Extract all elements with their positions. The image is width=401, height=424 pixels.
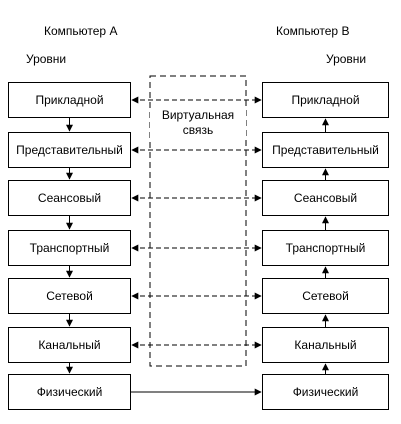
virtual-link-line1: Виртуальная — [161, 108, 235, 122]
layer-a-application: Прикладной — [8, 82, 131, 118]
layer-a-transport: Транспортный — [8, 230, 131, 266]
layer-a-datalink: Канальный — [8, 327, 131, 363]
virtual-link-label: Виртуальная связь — [150, 108, 246, 138]
layer-b-physical: Физический — [262, 374, 389, 410]
layer-b-session: Сеансовый — [262, 180, 389, 216]
computer-a-title: Компьютер A — [44, 24, 118, 38]
layer-a-physical: Физический — [8, 374, 131, 410]
computer-b-title: Компьютер B — [276, 24, 350, 38]
layer-a-network: Сетевой — [8, 278, 131, 314]
layer-b-network: Сетевой — [262, 278, 389, 314]
layer-b-presentation: Представительный — [262, 132, 389, 168]
layer-a-presentation: Представительный — [8, 132, 131, 168]
layer-b-datalink: Канальный — [262, 327, 389, 363]
virtual-link-line2: связь — [182, 123, 214, 137]
layer-a-session: Сеансовый — [8, 180, 131, 216]
layer-b-application: Прикладной — [262, 82, 389, 118]
virtual-link-frame — [149, 75, 247, 367]
layer-b-transport: Транспортный — [262, 230, 389, 266]
computer-b-levels-label: Уровни — [326, 52, 367, 66]
computer-a-levels-label: Уровни — [26, 52, 67, 66]
